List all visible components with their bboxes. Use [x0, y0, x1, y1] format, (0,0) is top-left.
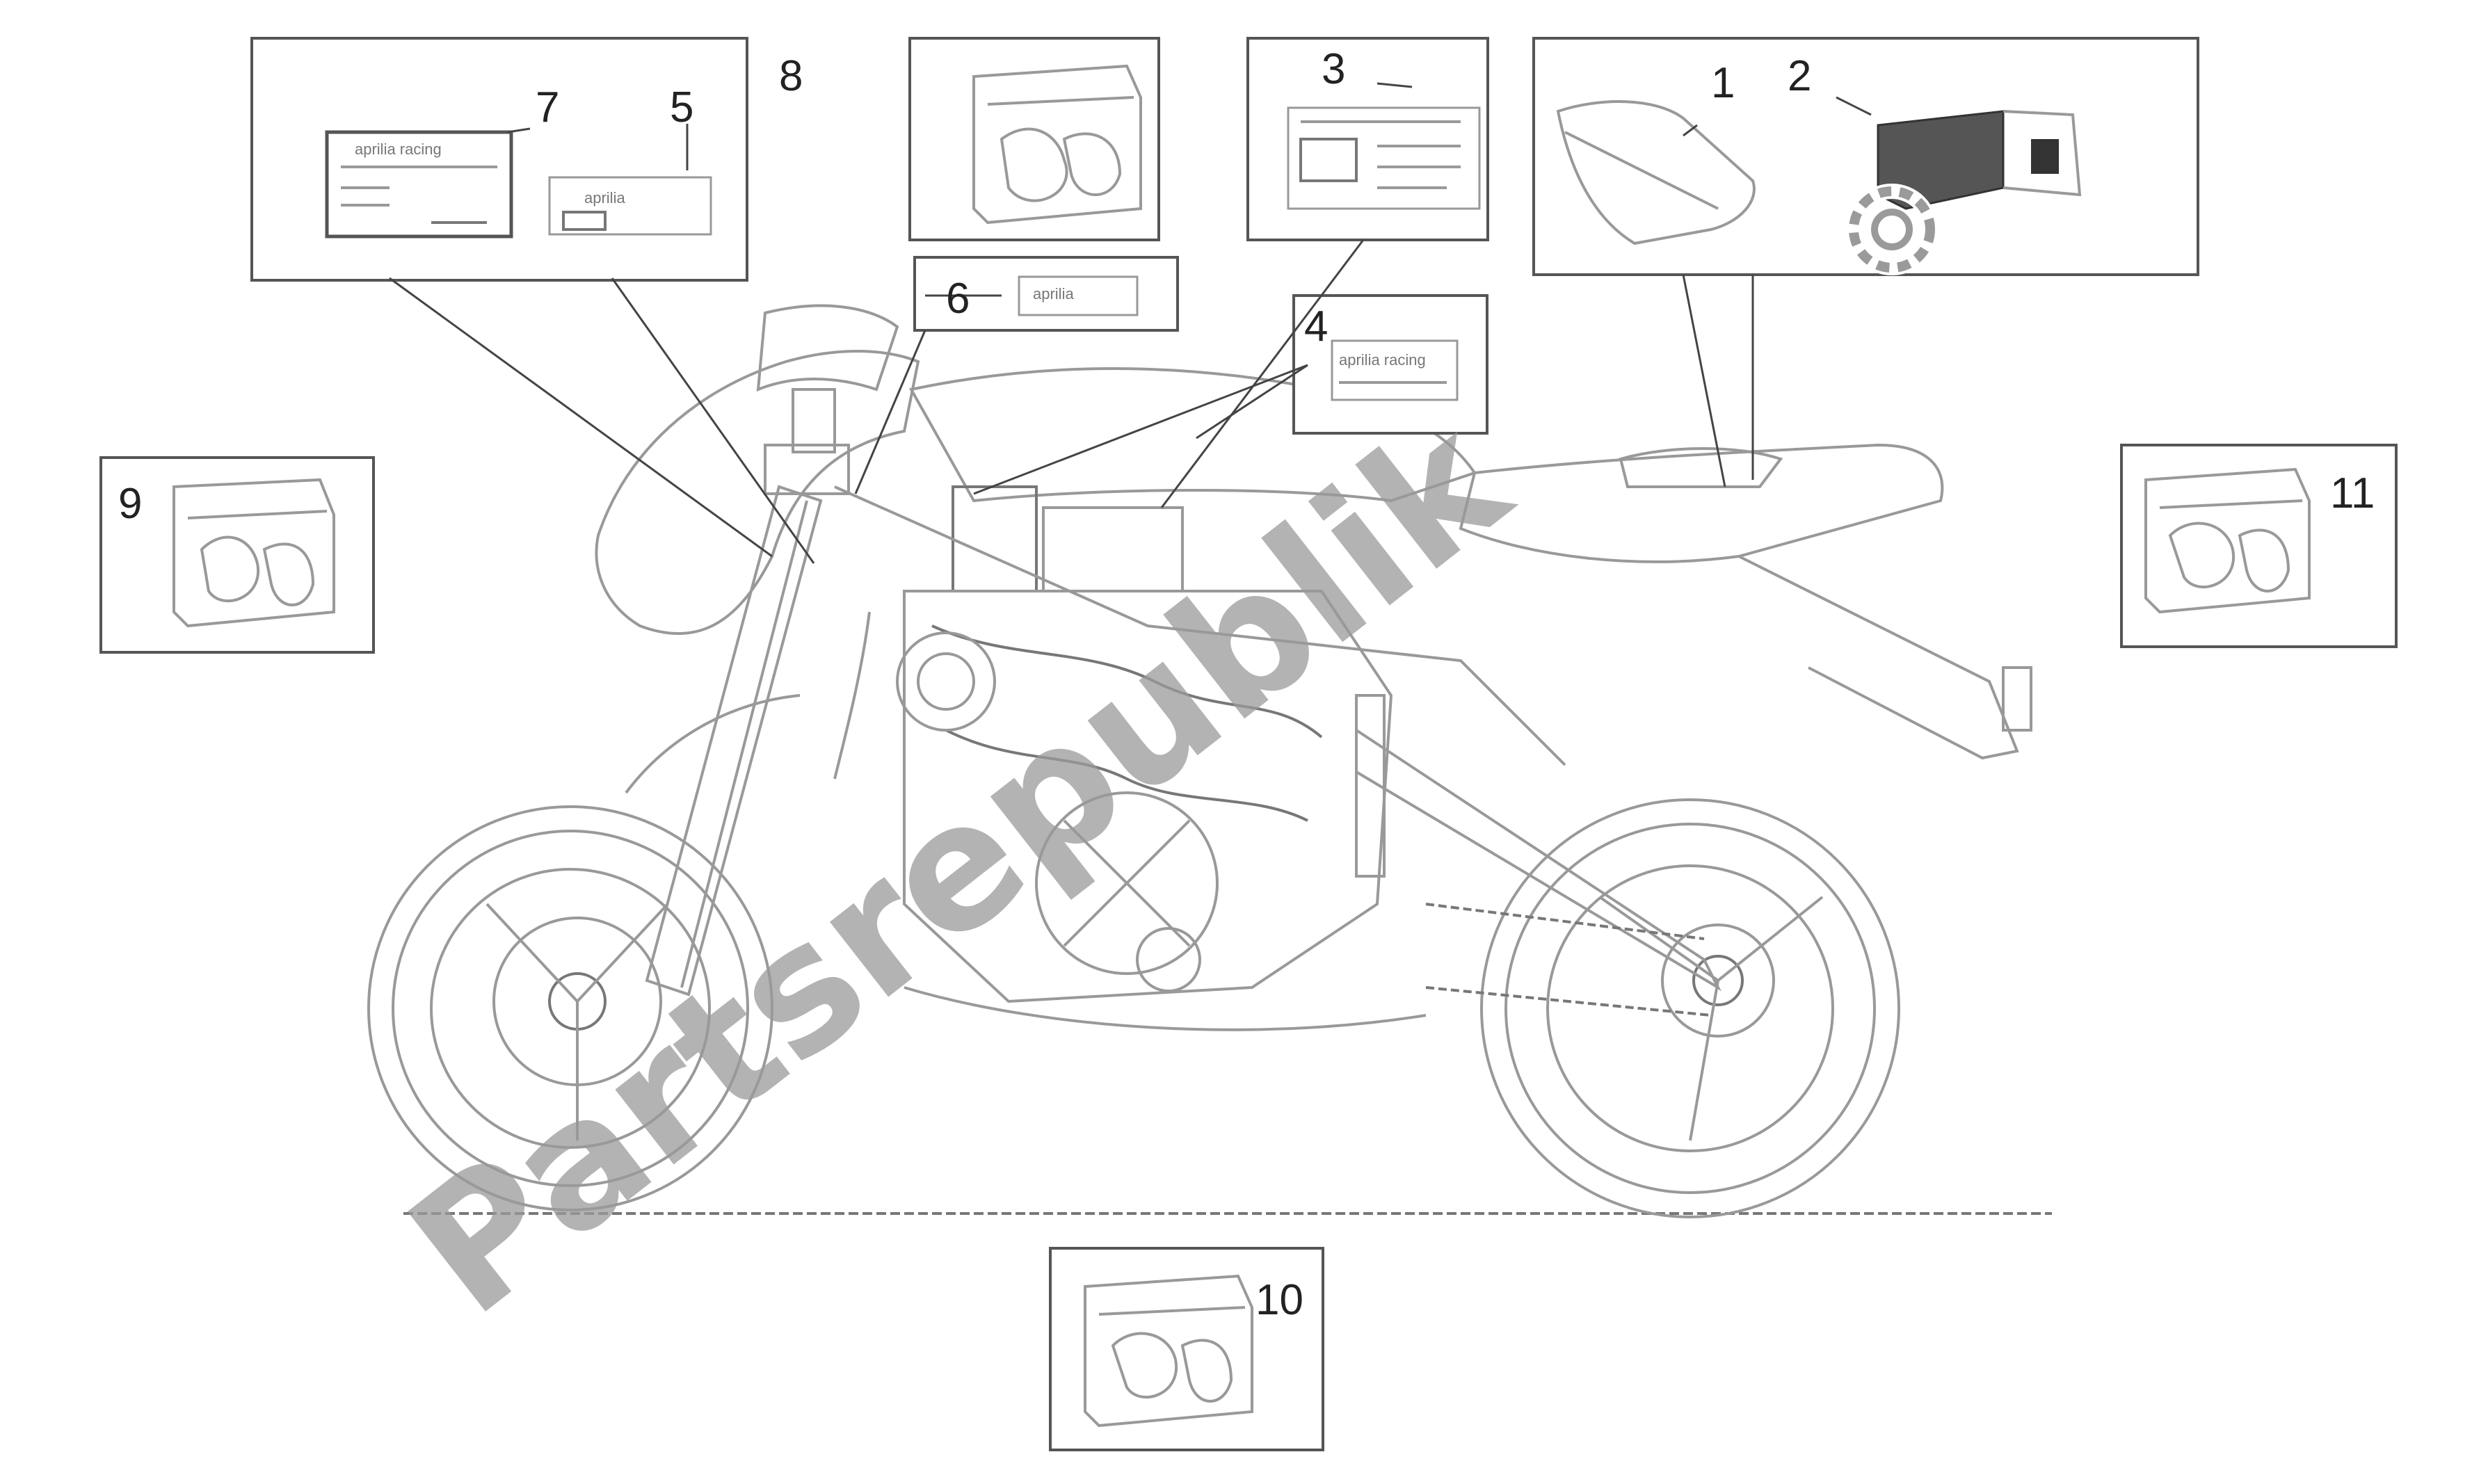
decal-box-3	[1246, 37, 1489, 241]
callout-8: 8	[779, 52, 803, 100]
decal-kit-9	[172, 478, 335, 628]
motorcycle-drawing	[367, 304, 2052, 1218]
decal-box-11	[2120, 444, 2398, 648]
callout-1: 1	[1711, 59, 1735, 107]
decal-box-8	[908, 37, 1160, 241]
callout-2: 2	[1788, 52, 1811, 100]
decal-kit-11	[2144, 467, 2311, 614]
callout-10: 10	[1255, 1276, 1303, 1324]
decal-box-6: aprilia	[913, 256, 1179, 332]
leader-lines	[389, 82, 1872, 564]
frame-swingarm	[834, 485, 1721, 1031]
callout-numbers: 8 3 1 2 7 5 6 4 9 11 10	[118, 45, 2375, 1324]
callout-7: 7	[536, 83, 559, 131]
front-fork	[645, 388, 850, 997]
decal-box-4: aprilia racing	[1292, 294, 1488, 435]
decal-box-7-5: aprilia racing aprilia	[250, 37, 748, 282]
manual-kit-2	[1877, 110, 2082, 210]
engine	[896, 590, 1393, 1003]
decal-5-label	[548, 176, 712, 236]
decal-7-label	[325, 130, 513, 239]
decal-box-9	[99, 456, 375, 654]
decal-6-label	[1018, 275, 1139, 316]
rear-wheel	[1480, 798, 1900, 1218]
decal-4-text: aprilia racing	[1339, 351, 1426, 369]
callout-5: 5	[670, 83, 693, 131]
decal-box-10	[1049, 1247, 1324, 1451]
decal-7-text: aprilia racing	[355, 140, 442, 158]
decal-5-text: aprilia	[584, 189, 625, 207]
decal-sheet-3	[1287, 106, 1481, 210]
decal-6-text: aprilia	[1033, 285, 1074, 303]
callout-9: 9	[118, 480, 142, 528]
callout-11: 11	[2330, 469, 2375, 517]
watermark-text: Partsrepublik	[374, 377, 1544, 1354]
front-wheel	[367, 805, 773, 1211]
decal-box-1-2	[1532, 37, 2199, 276]
seat-tail	[1459, 443, 2032, 760]
front-fairing	[595, 304, 920, 794]
watermark: Partsrepublik	[374, 184, 1938, 1354]
callout-6: 6	[946, 275, 970, 323]
callout-3: 3	[1322, 45, 1345, 93]
gear-icon	[1846, 184, 1938, 275]
decal-kit-8	[972, 64, 1142, 225]
callout-4: 4	[1304, 303, 1328, 350]
decal-4-label	[1331, 339, 1459, 401]
document-pouch-1	[1556, 100, 1756, 245]
decal-kit-10	[1084, 1274, 1253, 1428]
